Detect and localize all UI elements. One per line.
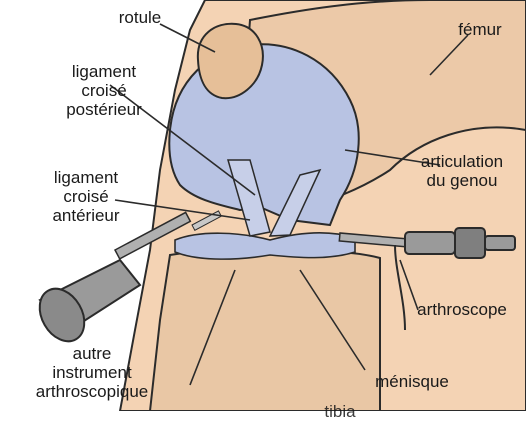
label-femur: fémur bbox=[458, 20, 501, 39]
knee-arthroscopy-diagram: rotule fémur ligament croisé postérieur … bbox=[0, 0, 526, 411]
label-arthroscopic-instrument: autre instrument arthroscopique bbox=[36, 344, 148, 401]
label-posterior-cruciate-ligament: ligament croisé postérieur bbox=[66, 62, 142, 119]
label-arthroscope: arthroscope bbox=[417, 300, 507, 319]
label-anterior-cruciate-ligament: ligament croisé antérieur bbox=[52, 168, 119, 225]
femoral-cartilage bbox=[169, 44, 358, 225]
tibia-bone bbox=[150, 249, 380, 411]
label-tibia-cutoff: tibia bbox=[324, 402, 355, 421]
label-meniscus: ménisque bbox=[375, 372, 449, 391]
label-knee-joint: articulation du genou bbox=[421, 152, 503, 190]
label-patella: rotule bbox=[119, 8, 162, 27]
